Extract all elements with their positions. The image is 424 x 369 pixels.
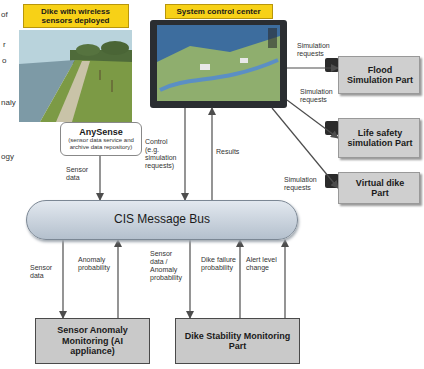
- control-screen: [150, 20, 287, 108]
- slide-text-fragment: ogy: [1, 152, 14, 161]
- node-title: CIS Message Bus: [114, 213, 210, 227]
- dike-photo: [19, 30, 132, 122]
- slide-text-fragment: r: [3, 40, 6, 49]
- node-title: Life safety simulation Part: [347, 128, 413, 149]
- photo-panel: Dike with wireless sensors deployed: [19, 4, 132, 122]
- slide-text-fragment: o: [2, 56, 6, 65]
- map-block: [240, 58, 248, 63]
- node-title: AnySense: [79, 127, 123, 137]
- connector-label: Sensor data / Anomaly probability: [150, 250, 187, 282]
- tree: [76, 44, 100, 56]
- node-title: Sensor Anomaly Monitoring (AI appliance): [44, 325, 141, 356]
- connector-arrow: [184, 108, 185, 200]
- connector-arrow: [211, 108, 212, 200]
- service-box: AnySense(sensor data service and archive…: [60, 122, 142, 156]
- map-river: [160, 60, 278, 90]
- screen-panel: [268, 28, 277, 48]
- connector-label: Dike failure probability: [201, 256, 237, 272]
- message-bus: CIS Message Bus: [26, 200, 298, 240]
- sensor-post: [100, 70, 101, 80]
- node-title: Dike Stability Monitoring Part: [184, 331, 291, 352]
- connector-arrow: [189, 240, 190, 318]
- connector-arrow: [62, 240, 63, 318]
- sensor-post: [112, 80, 113, 92]
- connector-label: Simulation requests: [300, 88, 334, 104]
- monitoring-box: Sensor Anomaly Monitoring (AI appliance): [35, 318, 150, 364]
- node-title: Flood Simulation Part: [347, 65, 413, 86]
- node-body: (sensor data service and archive data re…: [65, 137, 137, 151]
- node-title: System control center: [165, 4, 273, 19]
- connector-label: Results: [216, 148, 246, 156]
- tree: [101, 41, 129, 55]
- map-land: [157, 36, 280, 101]
- screen-map: [157, 25, 280, 101]
- monitoring-box: Dike Stability Monitoring Part: [175, 318, 300, 364]
- connector-arrow: [117, 240, 118, 318]
- connector-label: Simulation requests: [284, 176, 318, 192]
- dike-path: [56, 61, 90, 122]
- connector-arrow: [287, 67, 338, 68]
- connector-label: Sensor data: [66, 166, 96, 182]
- screen-frame: [150, 20, 287, 108]
- connector-label: Sensor data: [30, 264, 60, 280]
- connector-arrow: [239, 240, 240, 318]
- simulation-part-box: Flood Simulation Part: [338, 56, 420, 94]
- connector-arrow: [99, 156, 100, 200]
- connector-label: Anomaly probability: [78, 256, 115, 272]
- node-title: Virtual dike Part: [347, 178, 413, 199]
- connector-label: Control (e.g. simulation requests): [145, 138, 181, 170]
- connector-arrow: [284, 240, 285, 318]
- node-title: Dike with wireless sensors deployed: [23, 4, 129, 28]
- simulation-part-box: Virtual dike Part: [338, 172, 420, 204]
- simulation-part-box: Life safety simulation Part: [338, 118, 420, 158]
- photo-panel: System control center: [150, 4, 287, 108]
- connector-label: Simulation requests: [297, 42, 333, 58]
- slide-text-fragment: naly: [1, 98, 16, 107]
- connector-arrow: [287, 100, 338, 138]
- slide-text-fragment: of: [1, 10, 8, 19]
- map-block: [200, 64, 210, 70]
- part-icon: [325, 58, 339, 72]
- dike-grass: [40, 60, 132, 122]
- connector-label: Alert level change: [246, 256, 282, 272]
